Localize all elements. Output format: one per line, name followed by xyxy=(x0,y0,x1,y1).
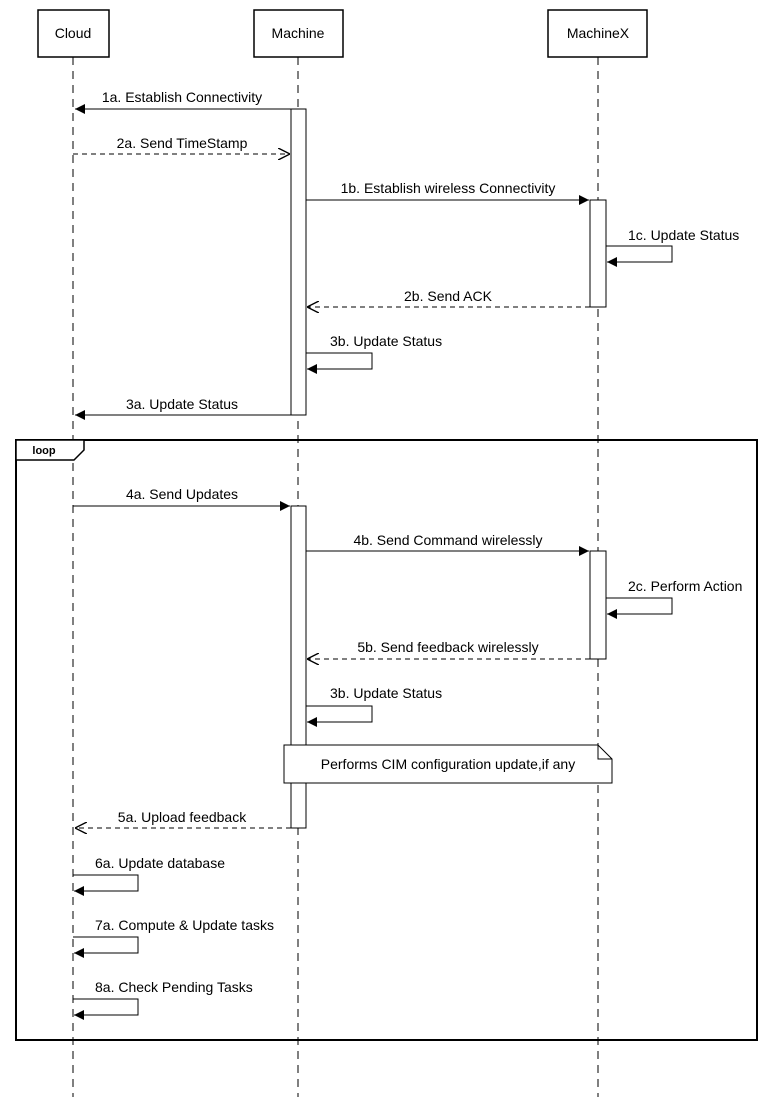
message-4a-label: 4a. Send Updates xyxy=(126,486,238,502)
message-3b-first-label: 3b. Update Status xyxy=(330,333,442,349)
message-1c-label: 1c. Update Status xyxy=(628,227,739,243)
message-2c-label: 2c. Perform Action xyxy=(628,578,742,594)
message-2c: 2c. Perform Action xyxy=(606,578,742,619)
message-3a-label: 3a. Update Status xyxy=(126,396,238,412)
message-1b-label: 1b. Establish wireless Connectivity xyxy=(341,180,556,196)
message-2a: 2a. Send TimeStamp xyxy=(73,135,290,154)
message-8a-label: 8a. Check Pending Tasks xyxy=(95,979,253,995)
message-5a: 5a. Upload feedback xyxy=(75,809,291,828)
message-1a: 1a. Establish Connectivity xyxy=(75,89,291,114)
participant-machine-label: Machine xyxy=(272,25,325,41)
participant-cloud: Cloud xyxy=(37,9,110,58)
message-2b-label: 2b. Send ACK xyxy=(404,288,493,304)
message-3b-second-label: 3b. Update Status xyxy=(330,685,442,701)
message-4b-label: 4b. Send Command wirelessly xyxy=(353,532,542,548)
message-5a-label: 5a. Upload feedback xyxy=(118,809,247,825)
loop-frame: loop xyxy=(15,439,758,1041)
message-1c: 1c. Update Status xyxy=(606,227,739,267)
message-4a: 4a. Send Updates xyxy=(73,486,290,511)
note-cim-update: Performs CIM configuration update,if any xyxy=(283,744,613,784)
message-3b-first: 3b. Update Status xyxy=(306,333,442,374)
message-6a-label: 6a. Update database xyxy=(95,855,225,871)
message-8a: 8a. Check Pending Tasks xyxy=(73,979,253,1020)
message-7a-label: 7a. Compute & Update tasks xyxy=(95,917,274,933)
message-4b: 4b. Send Command wirelessly xyxy=(306,532,589,556)
note-text: Performs CIM configuration update,if any xyxy=(321,756,575,772)
message-1a-label: 1a. Establish Connectivity xyxy=(102,89,262,105)
message-3b-second: 3b. Update Status xyxy=(306,685,442,727)
participant-cloud-label: Cloud xyxy=(55,25,92,41)
activation-machine-1 xyxy=(290,108,307,416)
loop-label: loop xyxy=(32,445,55,457)
message-5b: 5b. Send feedback wirelessly xyxy=(307,639,590,659)
message-2a-label: 2a. Send TimeStamp xyxy=(117,135,248,151)
message-7a: 7a. Compute & Update tasks xyxy=(73,917,274,958)
message-3a: 3a. Update Status xyxy=(75,396,291,420)
message-2b: 2b. Send ACK xyxy=(307,288,590,307)
participant-machinex: MachineX xyxy=(547,9,648,58)
message-6a: 6a. Update database xyxy=(73,855,225,896)
activation-machinex-1 xyxy=(589,199,607,308)
message-1b: 1b. Establish wireless Connectivity xyxy=(306,180,589,205)
participant-machine: Machine xyxy=(253,9,344,58)
activation-machinex-2 xyxy=(589,550,607,660)
participant-machinex-label: MachineX xyxy=(567,25,630,41)
message-5b-label: 5b. Send feedback wirelessly xyxy=(357,639,538,655)
